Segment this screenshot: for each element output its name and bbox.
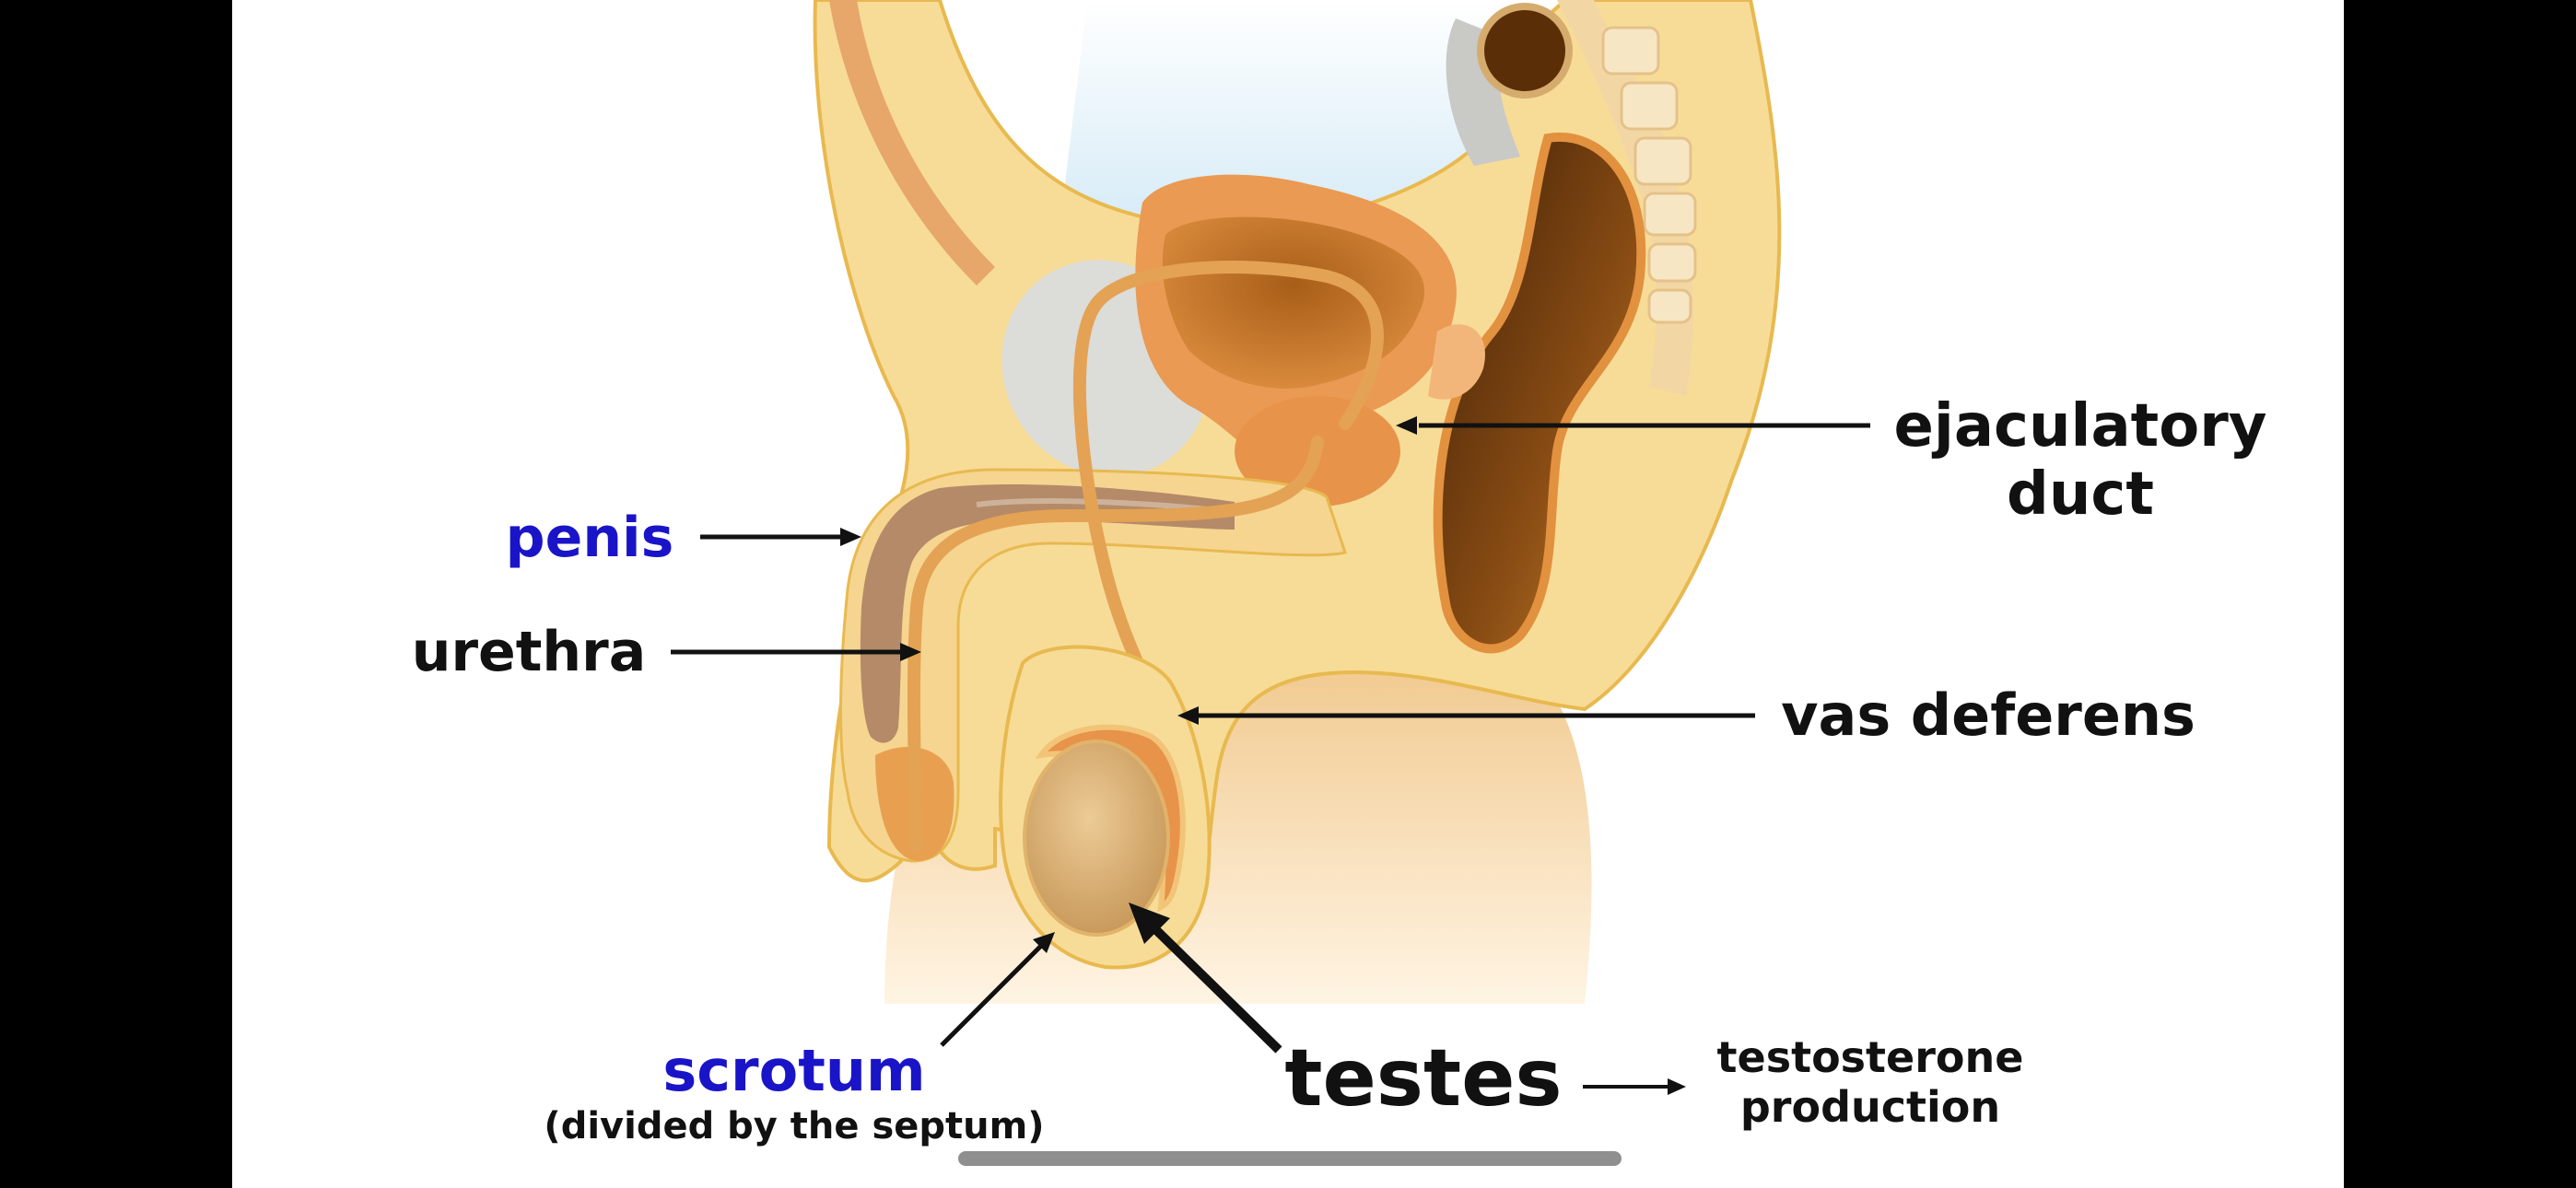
- colon-lumen: [1477, 3, 1573, 99]
- label-vas-deferens: vas deferens: [1781, 681, 2195, 749]
- label-ejaculatory-line2: duct: [2007, 460, 2154, 529]
- label-scrotum: scrotum: [662, 1037, 925, 1104]
- label-scrotum-note: (divided by the septum): [544, 1105, 1044, 1147]
- arrow-testes: [1129, 903, 1282, 1054]
- arrow-urethra: [671, 643, 921, 661]
- abdominal-muscle: [829, 0, 995, 285]
- home-indicator-bar[interactable]: [958, 1151, 1622, 1166]
- colon-loop: [1446, 18, 1520, 166]
- testis-shape: [1023, 740, 1170, 937]
- label-urethra: urethra: [412, 620, 646, 684]
- arrow-penis: [700, 528, 861, 546]
- spine: [1557, 0, 1697, 396]
- seminal-vesicle: [1428, 324, 1485, 400]
- label-testosterone-line1: testosterone: [1717, 1032, 2024, 1082]
- arrow-testosterone: [1583, 1078, 1686, 1095]
- rectum: [1433, 132, 1646, 654]
- penis-shaft: [839, 468, 1347, 863]
- label-ejaculatory-line1: ejaculatory: [1894, 392, 2267, 460]
- arrow-vas-deferens: [1177, 706, 1755, 725]
- urethra-tube: [907, 436, 1324, 854]
- arrow-scrotum: [940, 932, 1055, 1047]
- arrow-ejaculatory-duct: [1396, 416, 1870, 435]
- label-testosterone-line2: production: [1740, 1082, 2000, 1132]
- label-testes: testes: [1284, 1032, 1562, 1124]
- label-penis: penis: [506, 506, 674, 570]
- bladder-inner: [1162, 216, 1425, 389]
